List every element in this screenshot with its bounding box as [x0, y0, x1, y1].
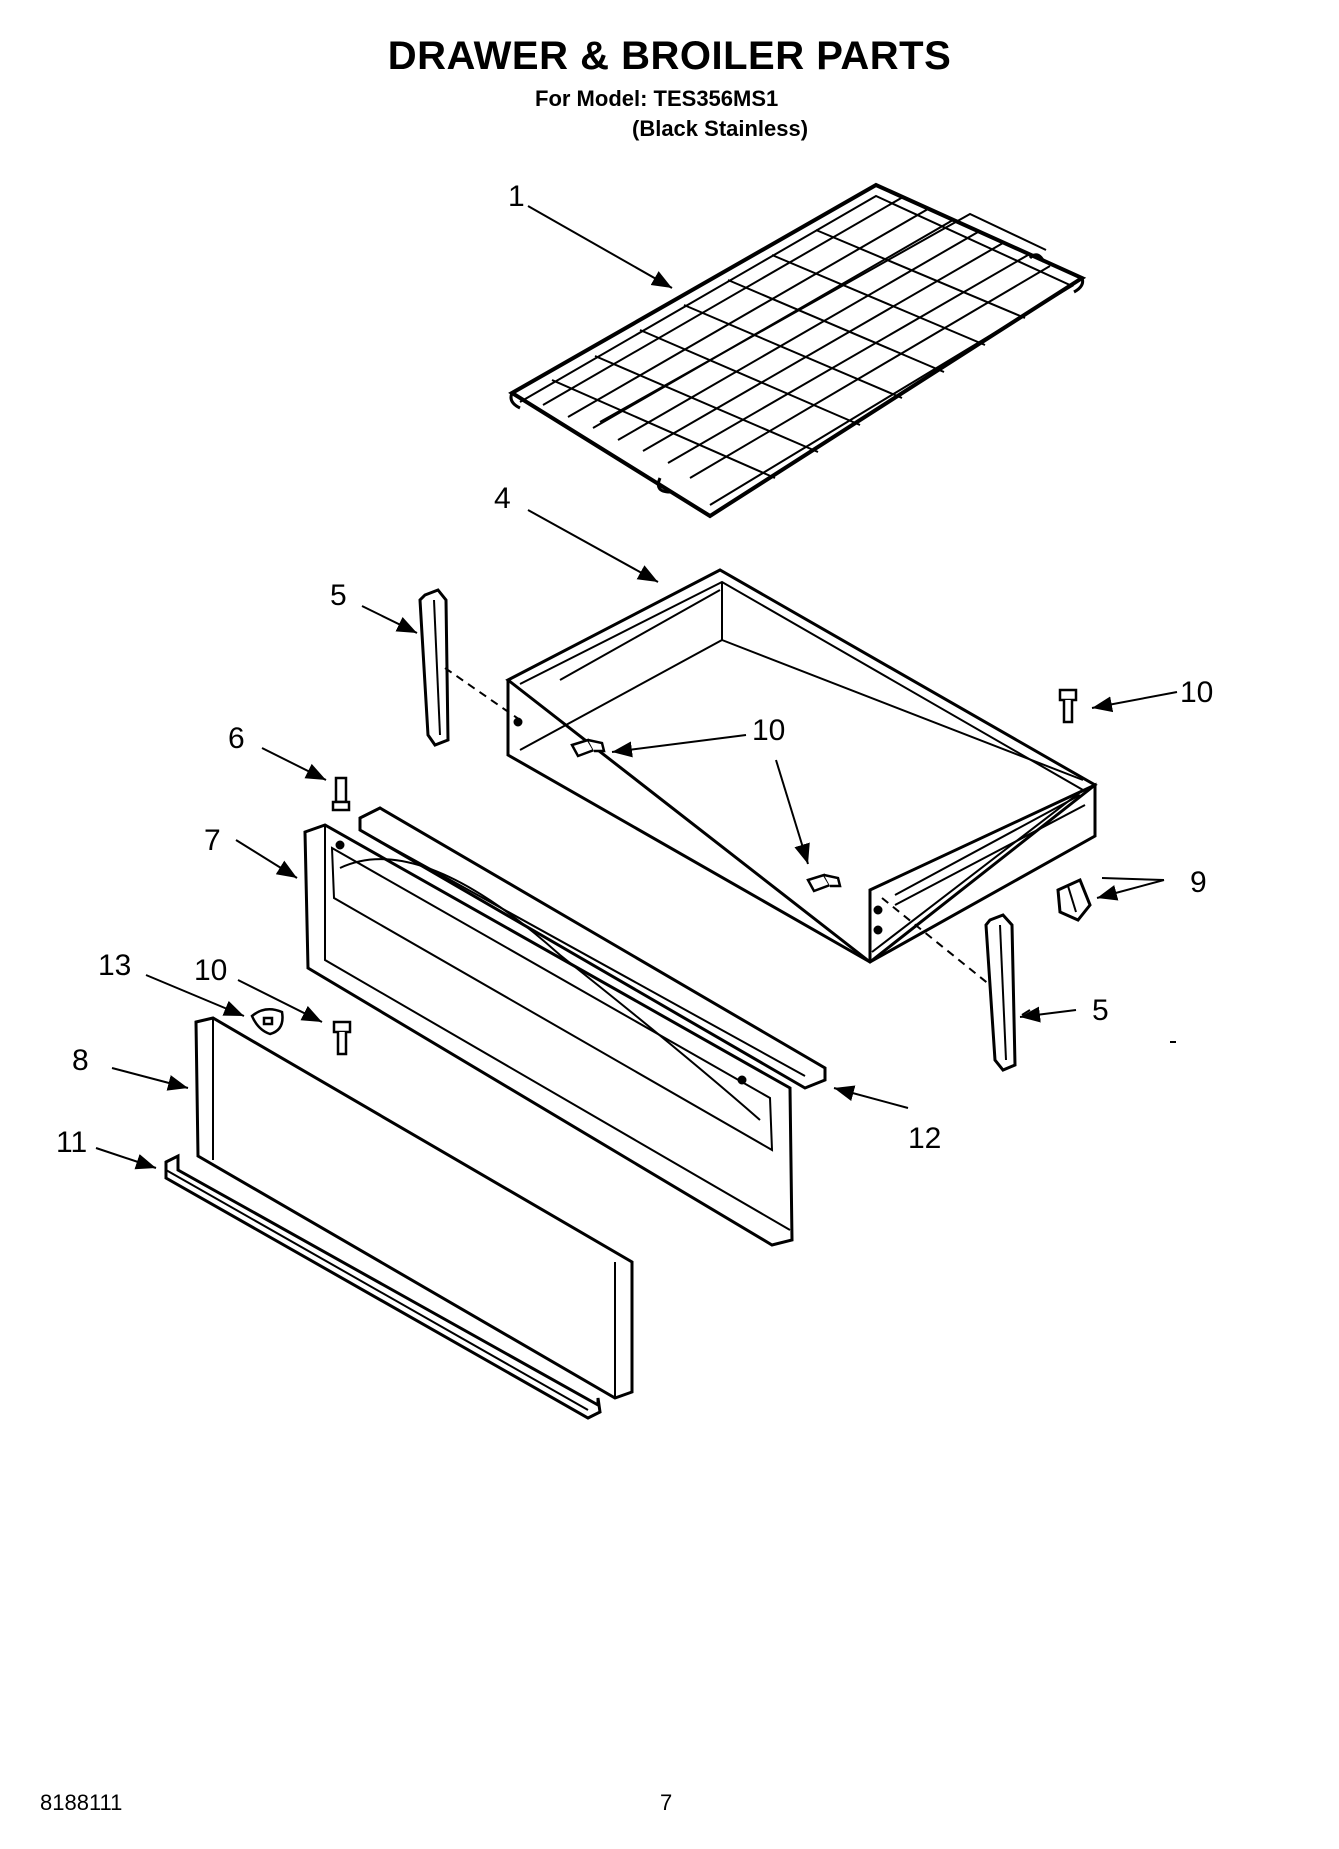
finish-line: (Black Stainless) — [632, 116, 809, 141]
callout-13: 13 — [98, 949, 131, 982]
model-line: For Model: TES356MS1 — [535, 86, 779, 111]
drawer-glide-right-part — [984, 913, 1017, 1072]
callout-10-right: 10 — [1180, 676, 1213, 709]
page-number: 7 — [660, 1790, 673, 1815]
callout-7: 7 — [204, 824, 221, 857]
callout-8: 8 — [72, 1044, 89, 1077]
document-number: 8188111 — [40, 1790, 123, 1815]
callout-12: 12 — [908, 1122, 941, 1155]
bottom-trim-part — [164, 1153, 602, 1420]
bracket-part — [1056, 877, 1092, 922]
broiler-rack-part — [508, 182, 1087, 519]
callout-9: 9 — [1190, 866, 1207, 899]
clip-part — [250, 1008, 284, 1036]
screw-part — [332, 688, 1078, 1056]
callout-10-center: 10 — [752, 714, 785, 747]
page-title: DRAWER & BROILER PARTS — [387, 34, 952, 78]
callout-11: 11 — [56, 1126, 87, 1159]
leader-arrows — [95, 205, 1178, 1170]
callout-10-left: 10 — [194, 954, 227, 987]
callout-5-left: 5 — [330, 579, 347, 612]
callout-6: 6 — [228, 722, 245, 755]
callout-4: 4 — [494, 482, 511, 515]
lower-panel-part — [194, 1016, 634, 1400]
callout-1: 1 — [508, 180, 525, 213]
drawer-front-panel-part — [303, 823, 794, 1247]
drawer-glide-left-part — [418, 588, 450, 747]
broiler-drawer-part — [505, 568, 1098, 964]
stud-part — [331, 776, 351, 812]
callout-5-right: 5 — [1092, 994, 1109, 1027]
